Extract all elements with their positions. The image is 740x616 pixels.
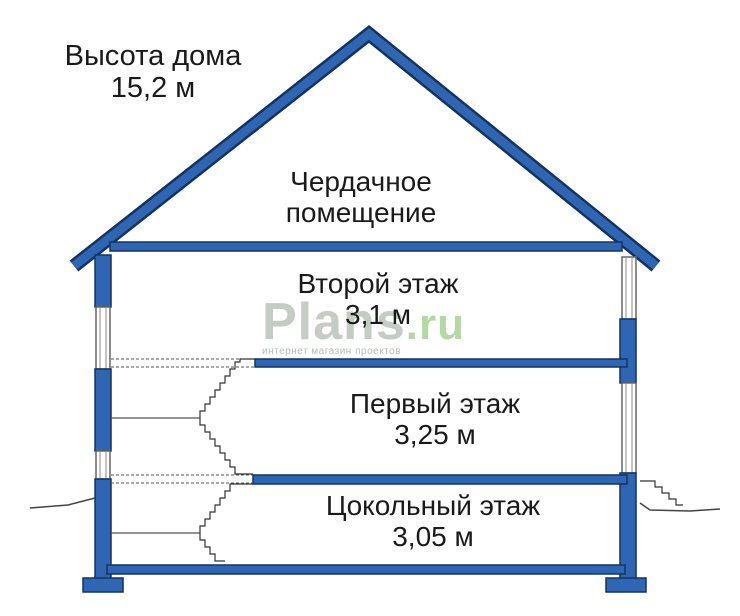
roof (69, 25, 661, 272)
ground-lines (29, 497, 721, 512)
stair-flight-lower-2 (199, 533, 225, 562)
left-foundation (82, 577, 124, 593)
attic-label: Чердачное помещение (236, 166, 486, 229)
attic-title-line2: помещение (285, 197, 437, 229)
stair-opening-lines (111, 358, 255, 484)
watermark-brand: Plans.ru (262, 296, 492, 348)
watermark: Plans.ru интернет магазин проектов (262, 296, 492, 357)
basement-floor-title: Цокольный этаж (325, 490, 541, 521)
stair-flight-upper-2 (199, 418, 253, 475)
second-floor-label: Второй этаж 3,1 м (258, 268, 498, 331)
basement-floor-slab (106, 564, 626, 575)
second-floor-slab (254, 358, 628, 368)
left-wall (94, 254, 112, 580)
first-floor-height: 3,25 м (394, 419, 476, 451)
watermark-brand-name: Plans (262, 293, 406, 351)
stair-flight-upper-1 (199, 358, 255, 418)
second-floor-height: 3,1 м (345, 299, 411, 331)
first-floor-label: Первый этаж 3,25 м (310, 388, 560, 451)
outside-steps (640, 480, 683, 506)
house-height-label: Высота дома 15,2 м (30, 40, 276, 105)
basement-floor-height: 3,05 м (392, 521, 474, 553)
stairs (199, 358, 683, 562)
right-foundation (605, 577, 647, 593)
basement-floor-label: Цокольный этаж 3,05 м (298, 490, 568, 553)
right-wall (619, 256, 637, 580)
attic-title-line1: Чердачное (290, 166, 432, 197)
first-floor-title: Первый этаж (349, 388, 521, 419)
house-height-title: Высота дома (64, 40, 242, 72)
watermark-brand-tld: .ru (405, 300, 465, 349)
first-floor-slab (252, 474, 628, 485)
watermark-tagline: интернет магазин проектов (262, 346, 402, 357)
attic-floor-slab (109, 241, 623, 252)
stair-flight-lower-1 (199, 483, 253, 533)
roof-fill (71, 28, 659, 270)
second-floor-title: Второй этаж (297, 268, 459, 299)
house-height-value: 15,2 м (110, 72, 196, 105)
stair-landings (111, 417, 200, 534)
